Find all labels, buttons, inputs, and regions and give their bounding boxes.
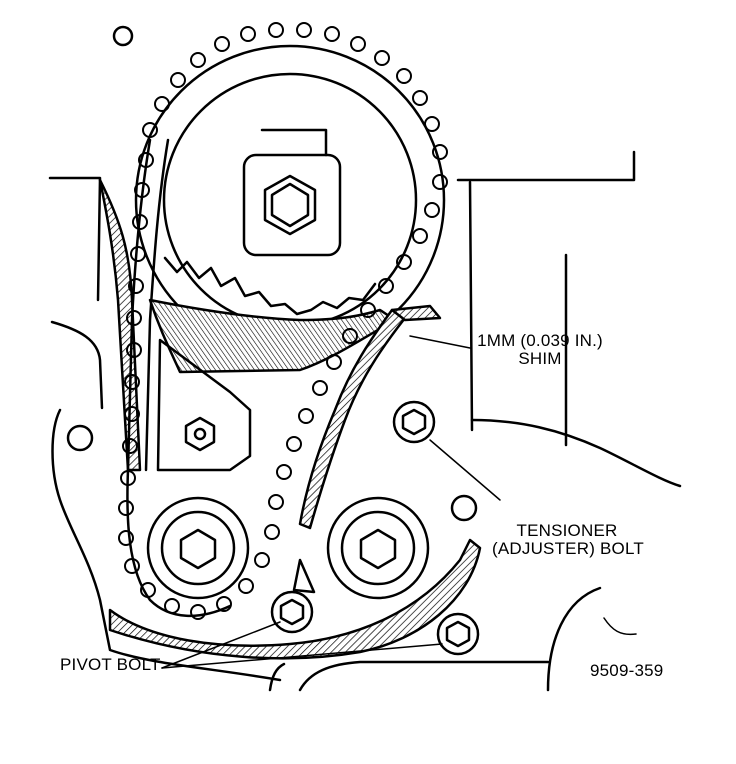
block-outline-left-top (48, 176, 102, 302)
camshaft-hub-collar (260, 128, 328, 157)
figure-number: 9509-359 (590, 661, 664, 680)
tensioner-callout-line2: (ADJUSTER) BOLT (492, 539, 644, 558)
shim-leader (409, 335, 471, 349)
pivot-bolt-washer (270, 590, 314, 634)
housing-hatch-lower (108, 538, 482, 660)
camshaft-bolt-inner (270, 182, 310, 228)
crankshaft-bolt-head (179, 528, 217, 570)
block-outline-left-lower (51, 408, 282, 682)
idler-bolt-head (359, 528, 397, 570)
camshaft-sprocket-teeth (163, 256, 377, 316)
pivot-bolt-callout: PIVOT BOLT (60, 655, 161, 674)
guide-bracket (156, 338, 252, 472)
tensioner-bolt-washer (392, 400, 436, 444)
registration-circle (112, 25, 134, 47)
shim-callout: 1MM (0.039 IN.) SHIM (470, 332, 610, 368)
block-outline-bottom-left (268, 662, 286, 692)
pivot-leader-1 (161, 621, 281, 669)
tensioner-bolt-head (401, 408, 427, 436)
block-outline-left-mid (50, 320, 104, 410)
block-outline-right-inner (468, 180, 474, 432)
block-outline-right-top (456, 150, 636, 182)
block-outline-bottom-right (546, 586, 602, 692)
tensioner-arm (298, 308, 407, 530)
shim-callout-line2: SHIM (518, 349, 562, 368)
pivot-bolt-head (279, 598, 305, 626)
chain-links (118, 22, 448, 620)
boss-right (450, 494, 478, 522)
chain-left-run-inner (144, 138, 170, 472)
lower-bolt-washer (436, 612, 480, 656)
triangle-mark (292, 558, 316, 594)
guide-bracket-bolt (184, 416, 216, 452)
chain-left-run (126, 138, 232, 617)
figure-number-leader (603, 617, 637, 636)
tensioner-callout: TENSIONER (ADJUSTER) BOLT (492, 521, 644, 558)
lower-bolt-head (445, 620, 471, 648)
pivot-leader-2 (161, 643, 443, 669)
camshaft-sprocket-inner (162, 72, 418, 328)
tensioner-leader (429, 439, 501, 501)
camshaft-bolt-head (263, 174, 317, 236)
shim-callout-line1: 1MM (0.039 IN.) (477, 331, 603, 350)
crankshaft-sprocket (146, 496, 250, 600)
shim-plate (390, 304, 442, 322)
block-outline-right-curve (470, 418, 682, 488)
bearing-cap-hatch (148, 298, 397, 374)
idler-sprocket (326, 496, 430, 600)
boss-left (66, 424, 94, 452)
block-outline-bottom (298, 660, 550, 692)
camshaft-hub (242, 153, 342, 257)
tensioner-callout-line1: TENSIONER (516, 521, 618, 540)
